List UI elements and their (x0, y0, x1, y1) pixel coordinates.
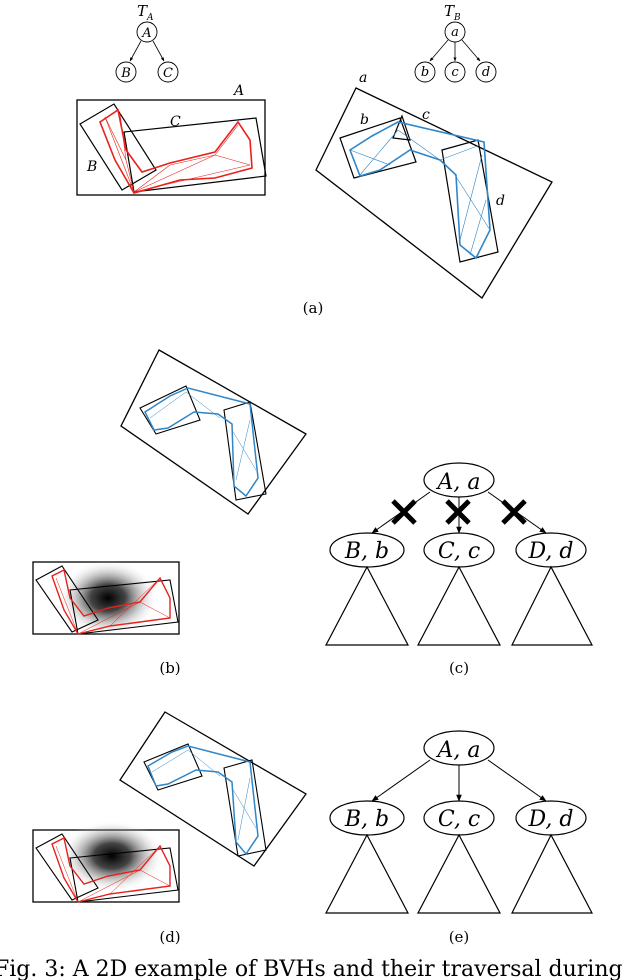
d-blue-box-a (119, 711, 307, 867)
b-red-mesh (55, 577, 171, 635)
blue-box-a (315, 87, 553, 299)
tree-tb-node-c-label: c (451, 65, 459, 80)
e-child-c-label: C, c (438, 807, 480, 832)
red-bvh: A B C (76, 83, 267, 196)
c-subtree-c (417, 565, 501, 646)
red-box-c (123, 117, 267, 193)
blue-bvh: a b c d (315, 70, 553, 299)
d-blue-outline (147, 745, 259, 856)
red-label-a: A (232, 83, 244, 99)
c-subtree-b (325, 565, 409, 646)
tree-ta-root-node (136, 21, 158, 43)
tree-tb-node-c (444, 61, 466, 83)
tree-tb-edge-d (461, 39, 481, 62)
tree-ta-node-b-label: B (120, 66, 131, 81)
panel-c: A, a B, b C, c D, d (c) (325, 462, 593, 677)
tree-ta: TA A B C (115, 2, 179, 83)
b-blue-box-b (139, 385, 201, 435)
d-distance-gradient (60, 820, 164, 892)
b-red-box-b (35, 565, 99, 633)
blue-outline (349, 121, 491, 260)
tree-tb-node-d-label: d (482, 65, 490, 80)
c-child-c-label: C, c (438, 539, 480, 564)
tree-tb-node-d (475, 61, 497, 83)
tree-ta-node-c (157, 61, 179, 83)
red-label-c: C (170, 114, 181, 130)
panel-b: (b) (32, 349, 307, 677)
caption-b: (b) (159, 659, 180, 677)
tree-ta-node-c-label: C (163, 66, 173, 81)
d-blue-mesh (151, 749, 257, 841)
d-red-mesh (55, 845, 171, 903)
blue-box-b (339, 117, 417, 179)
tree-tb-root-label: a (451, 25, 459, 40)
d-red-box-b (35, 833, 99, 901)
caption-a: (a) (303, 299, 324, 317)
c-child-b-label: B, b (344, 539, 389, 564)
red-label-b: B (86, 159, 97, 175)
e-child-d-label: D, d (528, 807, 574, 832)
panel-e: A, a B, b C, c D, d (e) (325, 730, 593, 946)
c-child-d-label: D, d (528, 539, 574, 564)
d-blue-box-d (223, 759, 267, 857)
tree-tb-title: TB (444, 2, 461, 23)
c-crosses (391, 499, 527, 525)
red-box-b (79, 103, 157, 191)
e-edge-b (371, 759, 431, 802)
caption-d: (d) (159, 928, 180, 946)
tree-tb: TB a b c d (414, 2, 497, 83)
tree-ta-root-label: A (141, 26, 151, 41)
tree-tb-edge-b (429, 39, 449, 62)
b-blue-box-d (223, 401, 267, 501)
c-root-label: A, a (436, 470, 481, 495)
red-box-a (76, 99, 266, 196)
blue-box-d (441, 139, 499, 263)
blue-mesh (349, 129, 491, 256)
panel-a: TA A B C TB a b c d (76, 2, 553, 317)
b-red-box-c (69, 579, 179, 635)
tree-ta-node-b (115, 61, 137, 83)
d-red-box-c (69, 847, 179, 903)
tree-ta-edge-b (129, 40, 142, 62)
b-red-outline (51, 568, 171, 635)
e-subtree-b (325, 833, 409, 914)
b-blue-mesh (149, 391, 257, 481)
tree-ta-title: TA (137, 2, 154, 23)
red-outline (99, 108, 253, 194)
caption-c: (c) (449, 659, 469, 677)
c-subtree-d (511, 565, 593, 646)
blue-label-d: d (496, 193, 505, 209)
panel-d: (d) (32, 711, 307, 946)
e-subtree-c (417, 833, 501, 914)
e-child-b-label: B, b (344, 807, 389, 832)
b-distance-gradient (58, 560, 158, 636)
blue-label-a: a (359, 70, 367, 86)
red-mesh (104, 112, 251, 193)
b-blue-outline (144, 387, 259, 498)
e-edge-d (487, 759, 547, 802)
tree-tb-node-b-label: b (421, 65, 429, 80)
caption-e: (e) (449, 928, 470, 946)
tree-ta-edge-c (152, 40, 165, 62)
b-blue-box-a (120, 349, 307, 515)
blue-label-c: c (422, 107, 430, 123)
tree-tb-node-b (414, 61, 436, 83)
figure-caption: Fig. 3: A 2D example of BVHs and their t… (0, 957, 623, 980)
blue-label-b: b (360, 112, 369, 128)
blue-box-c (392, 114, 411, 141)
d-red-outline (51, 836, 171, 903)
e-subtree-d (511, 833, 593, 914)
e-root-label: A, a (436, 738, 481, 763)
